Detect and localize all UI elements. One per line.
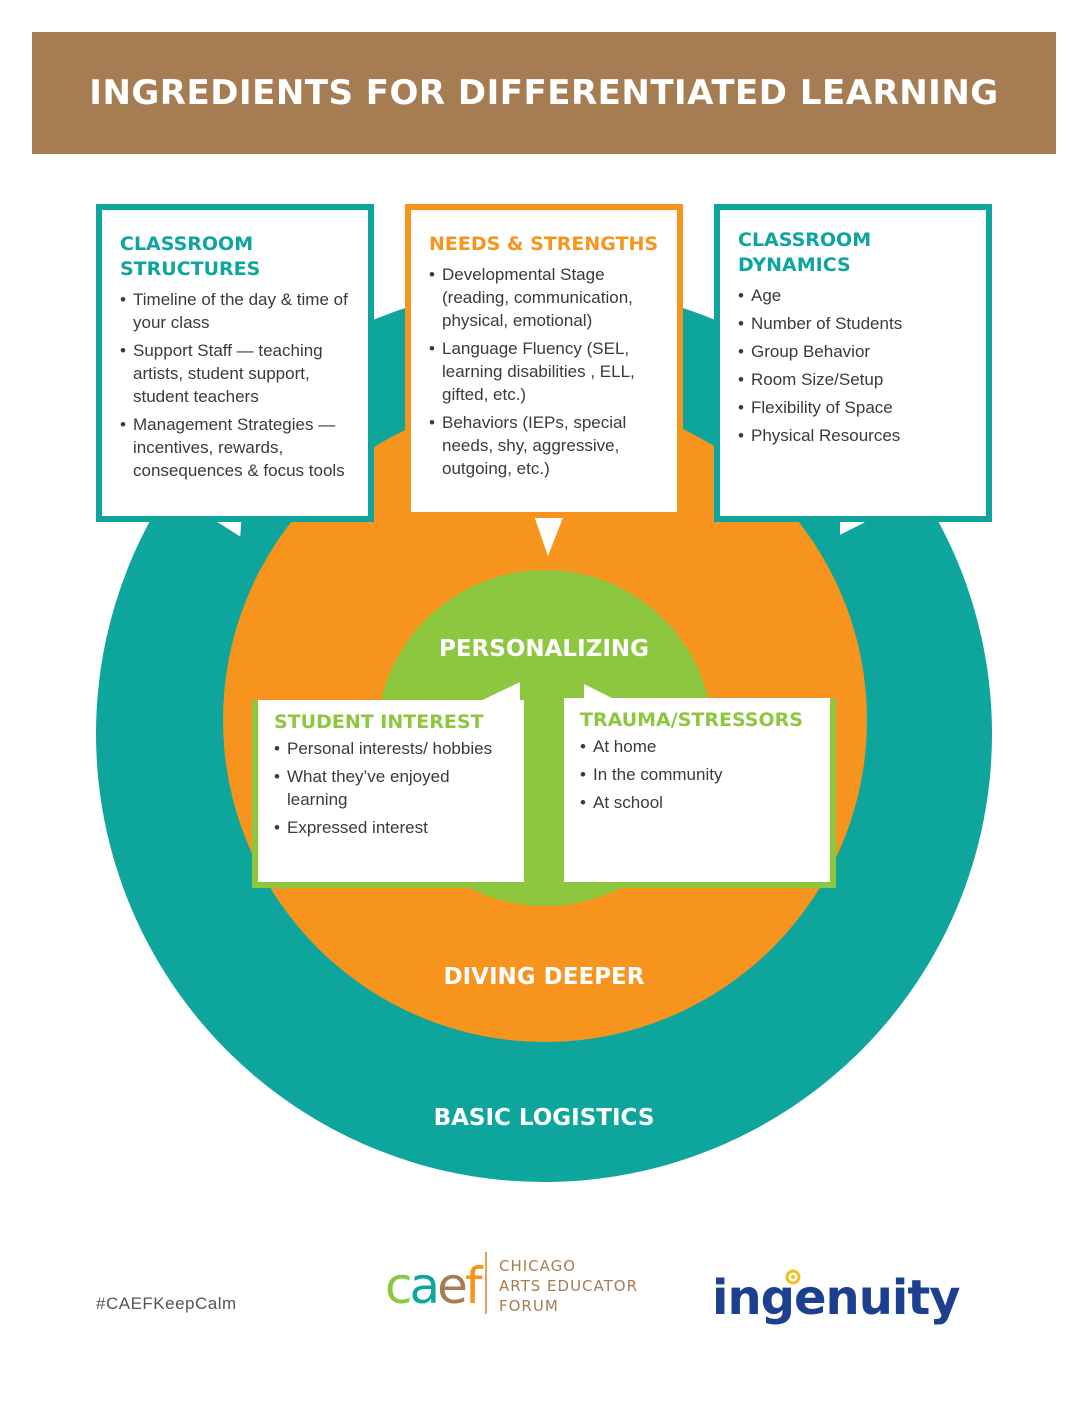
list-item: At school: [580, 791, 820, 814]
list-item: Flexibility of Space: [738, 396, 972, 419]
list-item: Language Fluency (SEL, learning disabili…: [429, 337, 665, 406]
student-interest-title: STUDENT INTEREST: [274, 711, 484, 733]
caef-line: FORUM: [499, 1297, 559, 1315]
caef-divider: [485, 1252, 487, 1314]
title-line: CLASSROOM: [738, 229, 872, 251]
student-interest-box: STUDENT INTEREST Personal interests/ hob…: [252, 700, 524, 888]
needs-strengths-list: Developmental Stage (reading, communicat…: [429, 263, 665, 480]
list-item: Timeline of the day & time of your class: [120, 288, 354, 334]
caef-line: ARTS EDUCATOR: [499, 1277, 639, 1295]
title-line: STRUCTURES: [120, 258, 261, 280]
caef-line: CHICAGO: [499, 1257, 577, 1275]
list-item: Personal interests/ hobbies: [274, 737, 514, 760]
ingenuity-logo: ingenuity: [712, 1269, 961, 1326]
page-title: INGREDIENTS FOR DIFFERENTIATED LEARNING: [89, 73, 999, 113]
list-item: Expressed interest: [274, 816, 514, 839]
needs-strengths-title: NEEDS & STRENGTHS: [429, 233, 659, 255]
pointer-needs-strengths: [532, 510, 566, 556]
list-item: At home: [580, 735, 820, 758]
classroom-dynamics-list: Age Number of Students Group Behavior Ro…: [738, 284, 972, 447]
needs-strengths-box: NEEDS & STRENGTHS Developmental Stage (r…: [405, 204, 683, 518]
classroom-dynamics-title: CLASSROOM DYNAMICS: [738, 228, 972, 278]
list-item: Developmental Stage (reading, communicat…: [429, 263, 665, 332]
title-line: CLASSROOM: [120, 233, 254, 255]
ingenuity-dot-icon: [785, 1269, 801, 1285]
title-banner: INGREDIENTS FOR DIFFERENTIATED LEARNING: [32, 32, 1056, 154]
list-item: Room Size/Setup: [738, 368, 972, 391]
diving-deeper-label: DIVING DEEPER: [443, 964, 645, 990]
personalizing-label: PERSONALIZING: [438, 636, 650, 662]
hashtag: #CAEFKeepCalm: [96, 1294, 237, 1313]
trauma-stressors-title: TRAUMA/STRESSORS: [580, 709, 803, 731]
ingenuity-wordmark: ingenuity: [712, 1270, 960, 1326]
basic-logistics-label: BASIC LOGISTICS: [433, 1105, 655, 1131]
caef-logo: caef CHICAGO ARTS EDUCATOR FORUM: [385, 1250, 645, 1320]
classroom-dynamics-box: CLASSROOM DYNAMICS Age Number of Student…: [714, 204, 992, 522]
list-item: Management Strategies — incentives, rewa…: [120, 413, 354, 482]
student-interest-list: Personal interests/ hobbies What they’ve…: [274, 737, 514, 839]
list-item: Support Staff — teaching artists, studen…: [120, 339, 354, 408]
classroom-structures-list: Timeline of the day & time of your class…: [120, 288, 354, 482]
list-item: Group Behavior: [738, 340, 972, 363]
list-item: Age: [738, 284, 972, 307]
list-item: In the community: [580, 763, 820, 786]
list-item: Physical Resources: [738, 424, 972, 447]
trauma-stressors-box: TRAUMA/STRESSORS At home In the communit…: [564, 698, 836, 888]
list-item: Behaviors (IEPs, special needs, shy, agg…: [429, 411, 665, 480]
caef-mark: caef: [385, 1257, 482, 1315]
ingenuity-dot-core: [791, 1275, 795, 1279]
list-item: What they’ve enjoyed learning: [274, 765, 514, 811]
classroom-structures-box: CLASSROOM STRUCTURES Timeline of the day…: [96, 204, 374, 522]
classroom-structures-title: CLASSROOM STRUCTURES: [120, 232, 354, 282]
caef-name: CHICAGO ARTS EDUCATOR FORUM: [499, 1256, 638, 1316]
title-line: DYNAMICS: [738, 254, 851, 276]
trauma-stressors-list: At home In the community At school: [580, 735, 820, 814]
list-item: Number of Students: [738, 312, 972, 335]
